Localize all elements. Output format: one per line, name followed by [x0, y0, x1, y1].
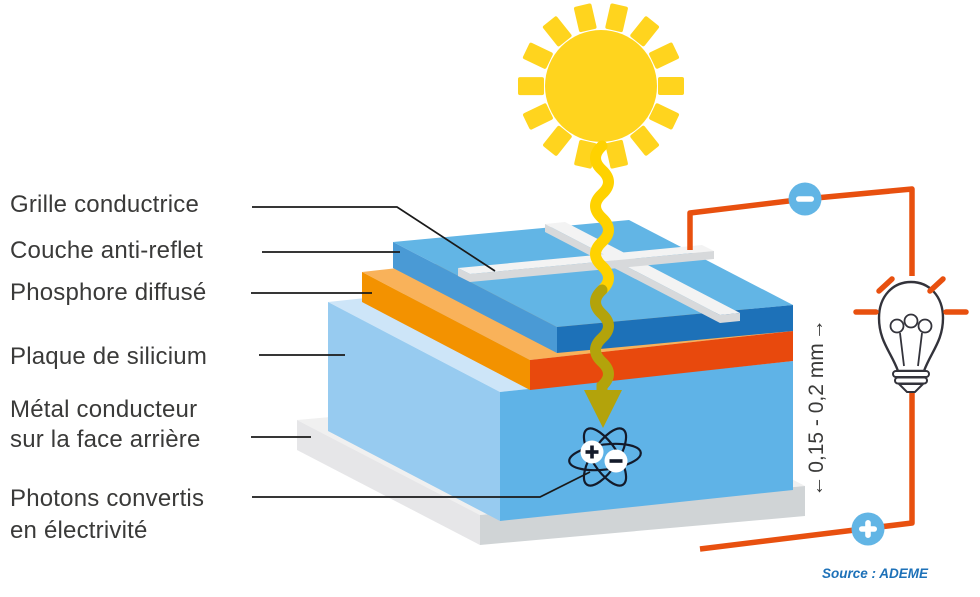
plus-icon — [865, 520, 871, 538]
grid-bar-a-top — [458, 245, 714, 274]
minus-icon — [609, 459, 623, 463]
bulb-icon — [853, 276, 969, 393]
leader-lines — [251, 206, 591, 498]
circuit-wire-bottom — [699, 388, 915, 552]
sun-icon — [517, 3, 684, 169]
minus-icon — [796, 196, 814, 202]
filament-loop — [903, 313, 919, 329]
sun-body — [545, 30, 657, 142]
sun-tooth — [543, 125, 572, 156]
antireflet-layer-left-face — [393, 242, 557, 353]
phosphore-layer-front-face — [530, 331, 793, 390]
bulb-ray-icon — [876, 276, 895, 294]
arrow-down-icon: ← — [805, 476, 828, 497]
source-credit: Source : ADEME — [822, 566, 929, 581]
sun-teeth — [517, 3, 684, 169]
label-phosphore: Phosphore diffusé — [10, 279, 206, 306]
bulb-screw — [892, 370, 930, 378]
sun-tooth — [649, 103, 680, 130]
silicium-layer-left-face — [328, 302, 500, 521]
plus-icon — [590, 445, 594, 459]
bulb-globe — [877, 280, 945, 373]
sun-tooth — [605, 3, 628, 33]
grid-bar-a-side — [470, 251, 714, 282]
bulb-tip — [896, 383, 926, 393]
atom-orbit — [568, 442, 642, 472]
bulb-rays — [853, 276, 969, 315]
absorbed-beam — [590, 284, 614, 398]
label-grille: Grille conductrice — [10, 191, 199, 218]
label-photons-line1: Photons convertis — [10, 485, 204, 512]
atom-icon — [568, 427, 642, 487]
filament-legs — [899, 332, 923, 367]
phosphore-layer-left-face — [362, 272, 530, 390]
bulb-base — [892, 370, 930, 393]
grid-bar-b-end — [720, 313, 740, 323]
photon-arrowhead-icon — [584, 390, 622, 428]
metal-layer-left-face — [297, 420, 480, 545]
minus-node — [788, 182, 822, 216]
leader-grille — [252, 206, 496, 272]
sun-tooth — [605, 139, 628, 169]
bulb-filament — [889, 313, 933, 367]
sun-tooth — [630, 16, 660, 47]
metal-layer-front-face — [480, 486, 805, 545]
grid-bar-a-end — [458, 268, 470, 282]
bulb-ray-icon — [927, 276, 946, 294]
label-metal-line1: Métal conducteur — [10, 396, 197, 423]
sun-tooth — [522, 42, 553, 69]
label-plaque: Plaque de silicium — [10, 343, 207, 370]
sun-tooth — [630, 125, 660, 156]
label-photons-line2: en électrivité — [10, 517, 148, 544]
grid-bar-b-side — [545, 224, 720, 323]
label-couche: Couche anti-reflet — [10, 237, 203, 264]
sun-tooth — [523, 103, 553, 130]
sun-tooth — [517, 77, 545, 96]
layer-labels: Grille conductrice Couche anti-reflet Ph… — [10, 191, 207, 544]
sun-tooth — [542, 16, 572, 47]
label-metal-line2: sur la face arrière — [10, 426, 201, 453]
sun-beam — [590, 140, 614, 296]
arrow-up-icon: → — [805, 319, 828, 340]
sun-tooth — [658, 77, 684, 95]
thickness-annotation: ← 0,15 - 0,2 mm → — [805, 319, 828, 497]
filament-loop — [889, 318, 905, 334]
bulb-screw — [894, 376, 928, 385]
conductive-grid — [458, 222, 740, 323]
plus-node — [851, 512, 885, 546]
leader-photons — [252, 471, 591, 498]
sun-tooth — [649, 42, 680, 69]
thickness-value: 0,15 - 0,2 mm — [805, 343, 828, 473]
filament-loop — [917, 318, 933, 334]
sun-tooth — [573, 3, 597, 33]
